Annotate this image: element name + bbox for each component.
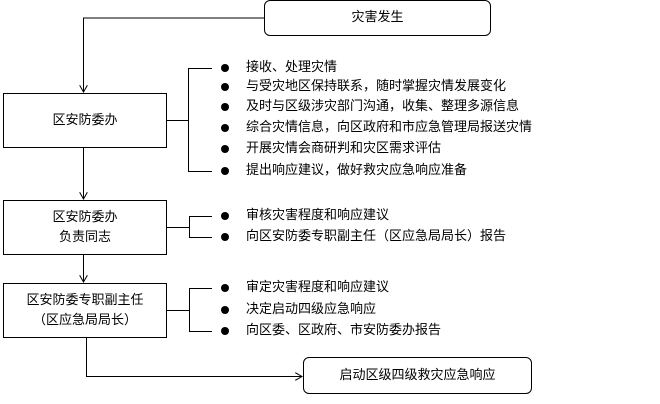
step2-label-line2: 负责同志 [58, 229, 111, 245]
bracket-step3 [166, 288, 212, 332]
start-box-disaster-occurs: 灾害发生 [264, 0, 491, 36]
bullet-icon [221, 103, 229, 111]
step1-box: 区安防委办 [3, 93, 167, 148]
bullet-icon [221, 327, 229, 335]
arrow-step3-to-end [86, 337, 303, 377]
step2-box: 区安防委办 负责同志 [3, 200, 167, 255]
step2-label-line1: 区安防委办 [52, 209, 118, 225]
bullet-icon [221, 167, 229, 175]
bracket-step1 [166, 68, 212, 172]
bullet-icon [221, 233, 229, 241]
bullet-icon [221, 212, 229, 220]
bullet-icon [221, 306, 229, 314]
bullet-icon [221, 124, 229, 132]
step3-box: 区安防委专职副主任 （区应急局局长） [3, 283, 167, 338]
bullet-icon [221, 64, 229, 72]
step3-label-line1: 区安防委专职副主任 [26, 292, 144, 308]
start-label: 灾害发生 [351, 10, 404, 25]
arrow-start-to-step1 [84, 17, 264, 92]
end-box-start-response: 启动区级四级救灾应急响应 [303, 357, 532, 394]
step3-label-line2: （区应急局局长） [32, 312, 137, 328]
bullet-icon [221, 83, 229, 91]
bracket-step2 [166, 216, 212, 238]
bullet-icon [221, 145, 229, 153]
end-label: 启动区级四级救灾应急响应 [339, 367, 496, 383]
bullet-icon [221, 284, 229, 292]
step1-label: 区安防委办 [52, 112, 118, 128]
